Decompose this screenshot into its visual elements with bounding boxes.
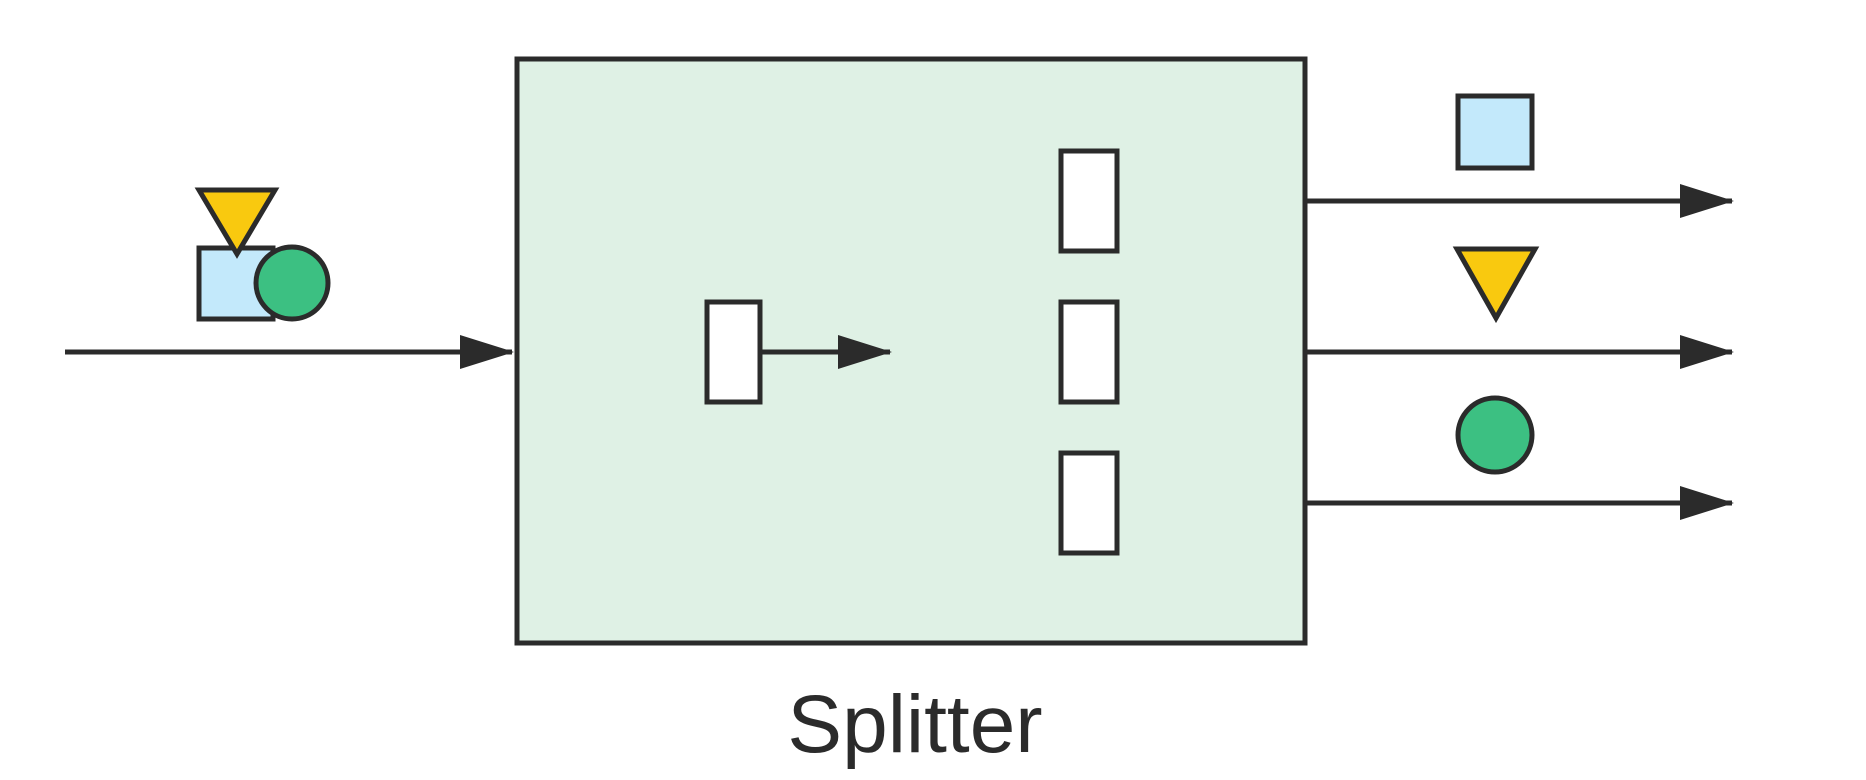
- input-circle-shape: [253, 244, 331, 322]
- input-triangle-shape: [194, 187, 280, 259]
- incoming-message-slot: [704, 299, 763, 405]
- splitter-box: [514, 56, 1308, 646]
- outgoing-message-slot-3: [1058, 450, 1120, 556]
- outgoing-message-slot-2: [1058, 299, 1120, 405]
- input-message: [194, 187, 331, 322]
- splitter-caption: Splitter: [787, 679, 1043, 770]
- output-circle-shape: [1455, 395, 1535, 475]
- output-square-shape: [1455, 93, 1535, 171]
- outgoing-message-slot-1: [1058, 148, 1120, 254]
- output-triangle-shape: [1452, 246, 1540, 324]
